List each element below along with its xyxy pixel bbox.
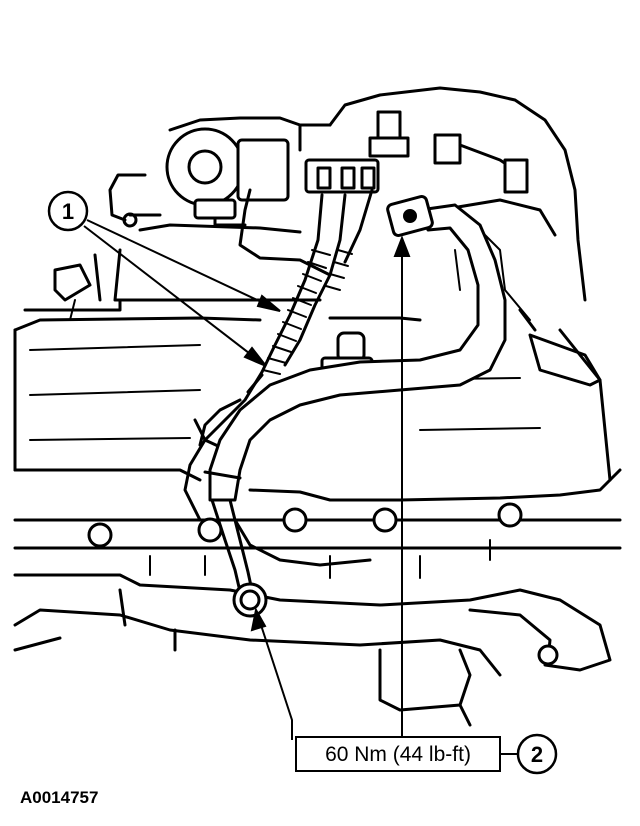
callout-2: 60 Nm (44 lb-ft) 2 [250, 235, 558, 775]
callout-2-circle [516, 733, 558, 775]
callout-2-number: 2 [531, 742, 543, 767]
callout-1-circle [47, 190, 89, 232]
callout-1: 1 [47, 190, 281, 367]
heater-hose-assembly [203, 194, 507, 618]
torque-spec-label: 60 Nm (44 lb-ft) [325, 743, 471, 766]
engine-illustration [13, 86, 622, 727]
callout-1-number: 1 [62, 199, 74, 224]
leader-lower-fitting [259, 621, 293, 740]
throttle-body [165, 127, 245, 207]
figure-id: A0014757 [20, 788, 98, 807]
lower-fitting [232, 582, 268, 618]
wiring-harness [183, 188, 374, 567]
